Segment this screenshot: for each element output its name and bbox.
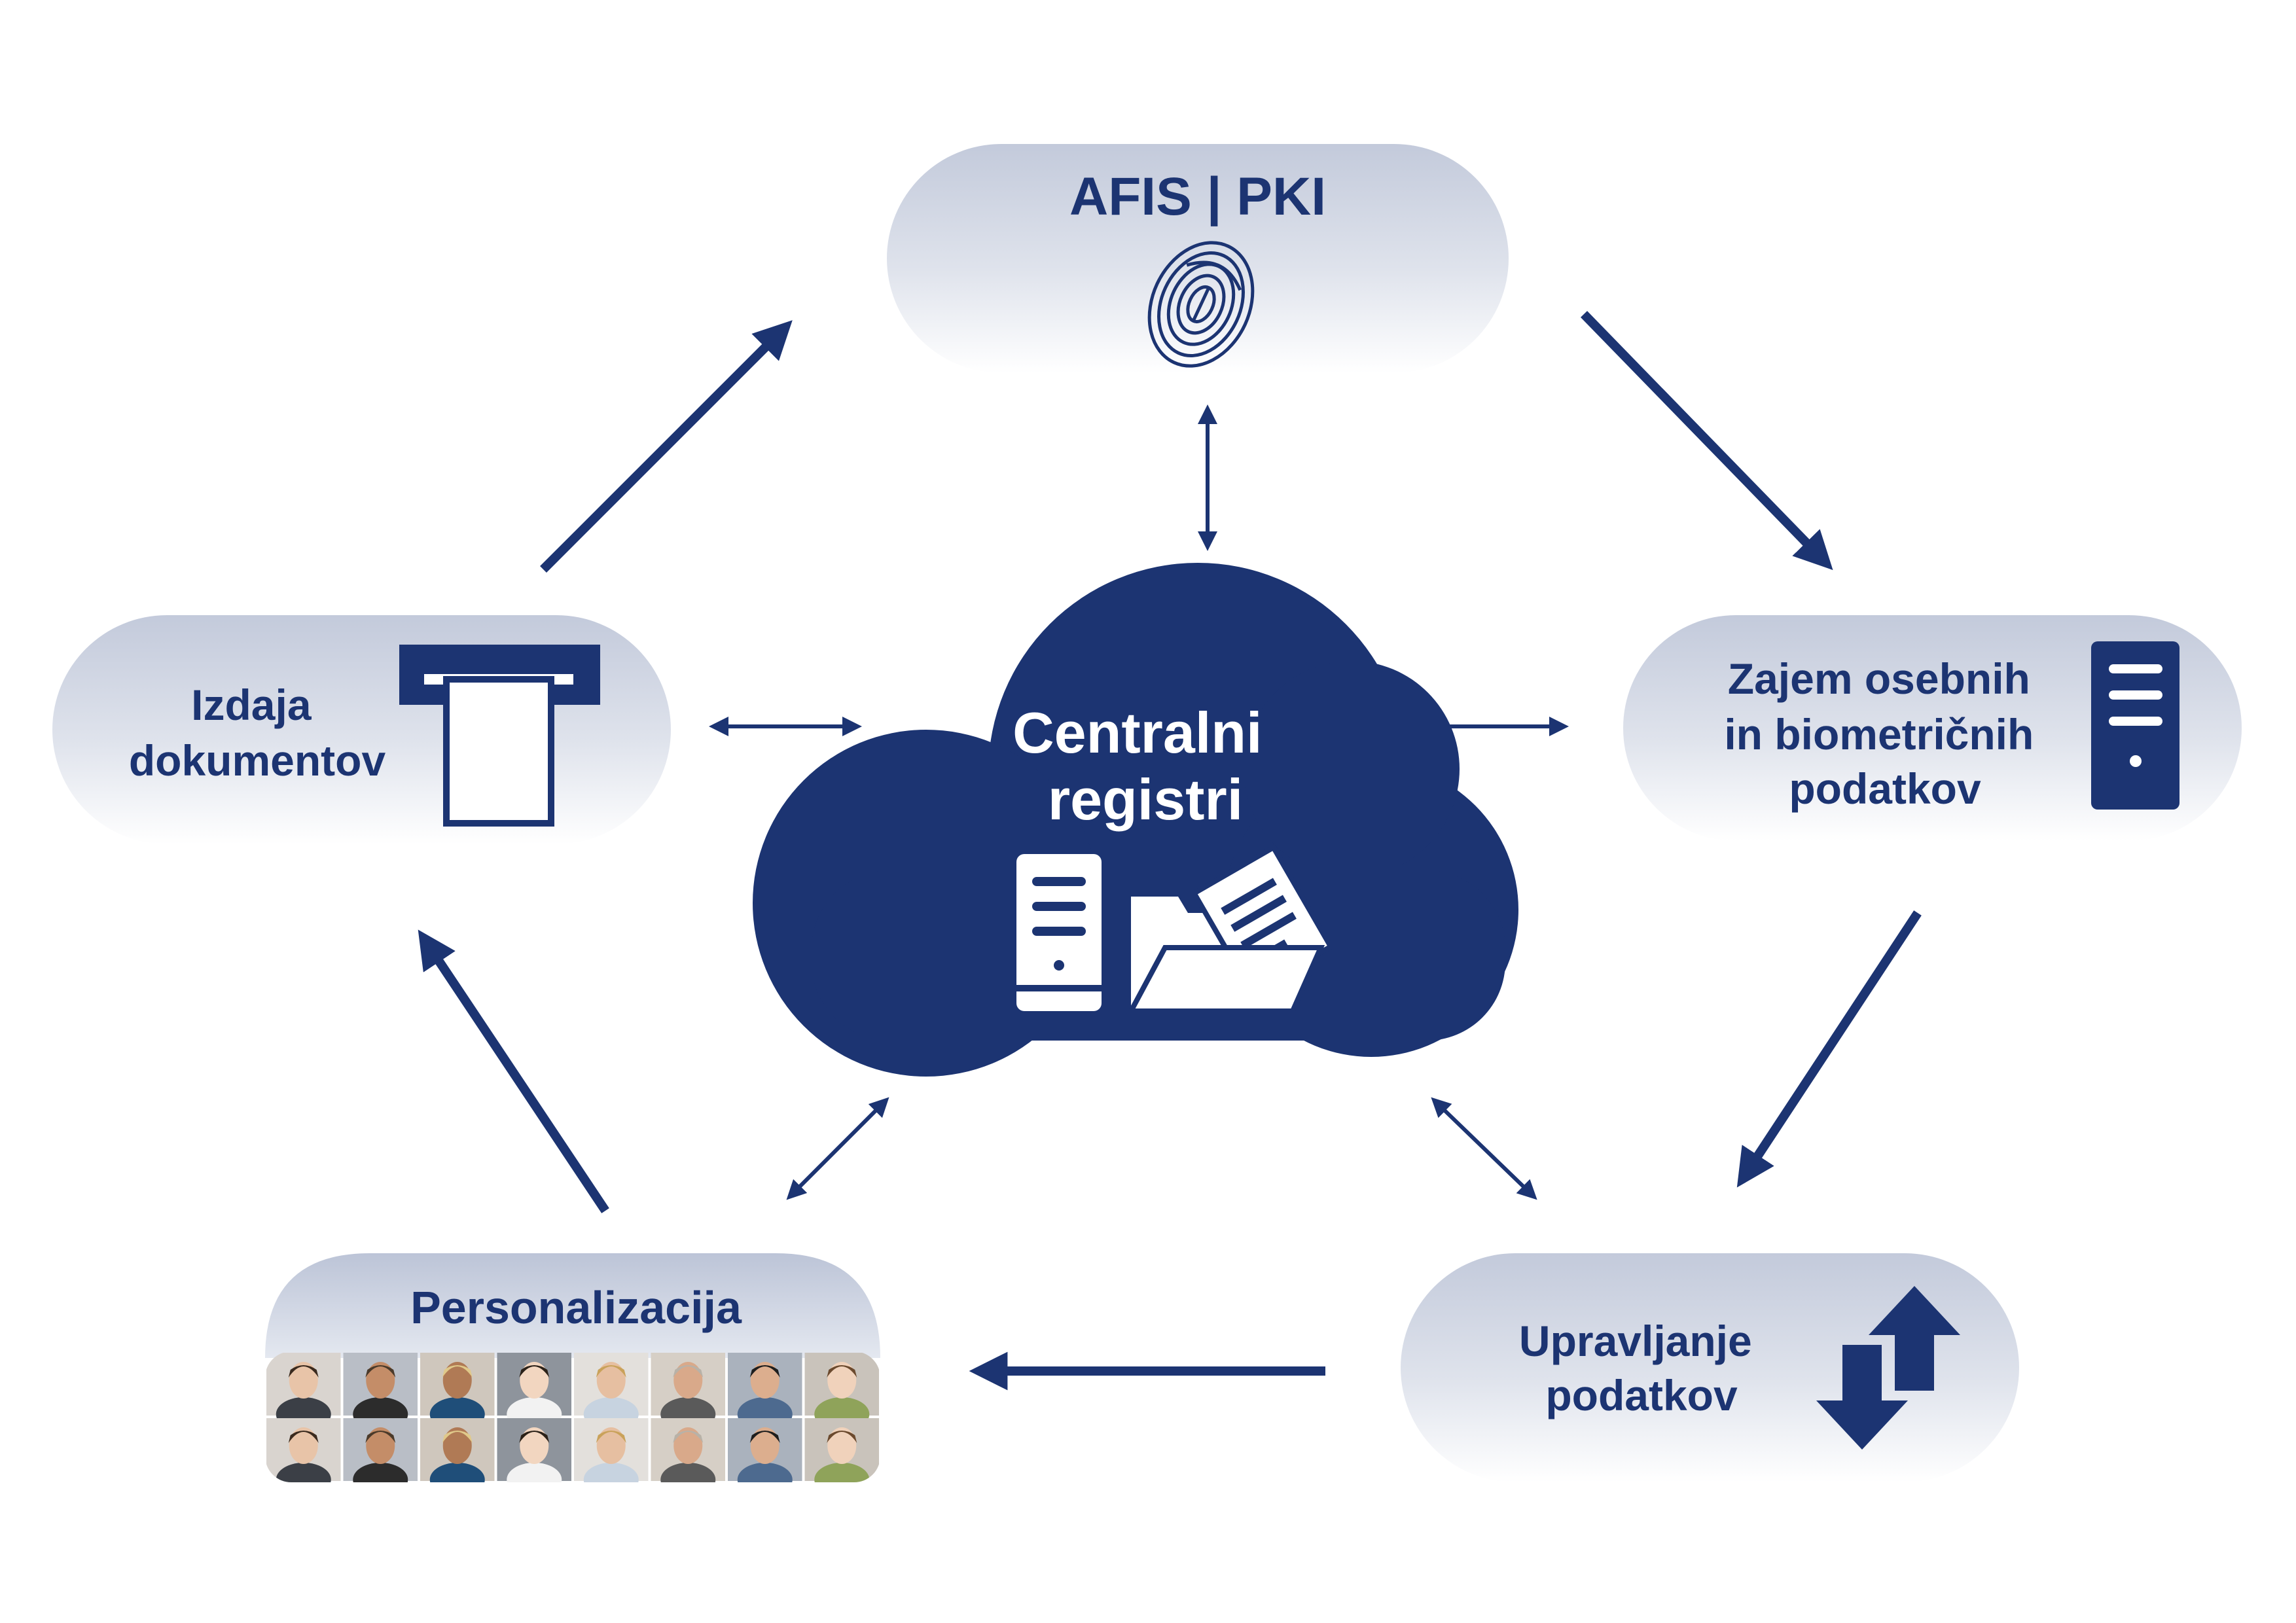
portrait-photo [804, 1418, 879, 1482]
management-label-line-1: Upravljanje [1519, 1317, 1752, 1365]
afis-label: AFIS | PKI [1069, 167, 1326, 227]
node-afis: AFIS | PKI [887, 144, 1509, 373]
node-center: Centralni registri [753, 563, 1518, 1077]
portrait-photo [343, 1418, 418, 1482]
fingerprint-icon [1147, 241, 1255, 368]
afis-pill [887, 144, 1509, 373]
issuance-label-line-1: Izdaja [191, 681, 312, 729]
center-label-line-1: Centralni [1013, 700, 1262, 765]
portrait-photo [574, 1418, 649, 1482]
capture-label-line-2: in biometričnih [1724, 710, 2034, 758]
portrait-photo [266, 1353, 341, 1431]
management-label: Upravljanje podatkov [1519, 1317, 1764, 1419]
server-icon [1016, 854, 1102, 1011]
issuance-label: Izdaja dokumentov [129, 681, 386, 785]
center-label-line-2: registri [1048, 767, 1243, 832]
portrait-photo [574, 1353, 649, 1431]
node-management: Upravljanje podatkov [1401, 1253, 2019, 1482]
document-slot-icon [399, 645, 600, 827]
portrait-photo [728, 1418, 802, 1482]
portrait-photo [420, 1418, 495, 1482]
arrow-afis-to-capture [1580, 311, 1833, 571]
arrow-capture-to-management [1736, 910, 1922, 1188]
personalization-pill [265, 1253, 880, 1358]
personalization-label: Personalizacija [410, 1282, 742, 1333]
link-personalization-center [786, 1097, 889, 1200]
node-capture: Zajem osebnih in biometričnih podatkov [1623, 615, 2242, 841]
portrait-photo [651, 1418, 725, 1482]
arrow-issuance-to-afis [540, 320, 793, 573]
server-icon [2091, 641, 2179, 810]
portrait-grid [266, 1353, 879, 1482]
arrow-personalization-to-issuance [418, 929, 609, 1213]
capture-label-line-3: podatkov [1789, 764, 1981, 813]
portrait-photo [420, 1353, 495, 1431]
flow-arrows [418, 311, 1922, 1391]
management-label-line-2: podatkov [1545, 1371, 1738, 1419]
folder-document-icon [1126, 844, 1335, 1014]
center-links [709, 404, 1569, 1200]
capture-label-line-1: Zajem osebnih [1728, 654, 2030, 703]
portrait-photo [266, 1418, 341, 1482]
node-personalization: Personalizacija [265, 1253, 880, 1482]
center-label: Centralni registri [1013, 700, 1278, 832]
link-management-center [1431, 1097, 1537, 1200]
portrait-photo [497, 1418, 571, 1482]
node-issuance: Izdaja dokumentov [52, 615, 671, 844]
issuance-label-line-2: dokumentov [129, 736, 386, 785]
up-down-arrows-icon [1816, 1286, 1960, 1450]
capture-pill [1623, 615, 2242, 841]
capture-label: Zajem osebnih in biometričnih podatkov [1724, 654, 2045, 813]
